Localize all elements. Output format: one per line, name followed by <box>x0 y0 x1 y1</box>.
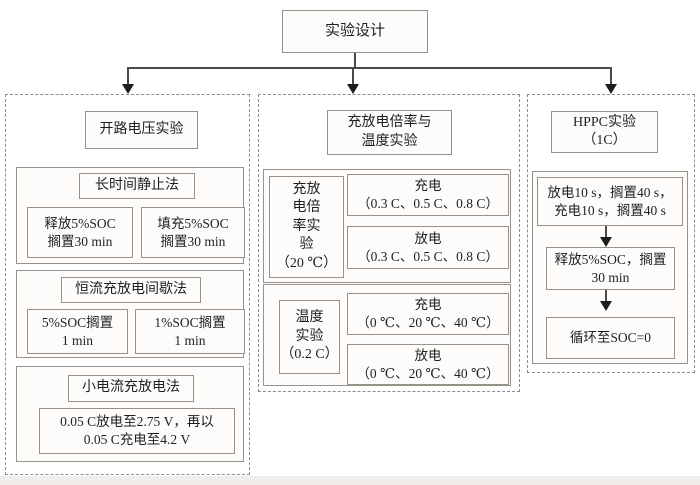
node-long-rest-title: 长时间静止法 <box>79 173 195 199</box>
node-rate-label: 充放 电倍 率实 验 （20 ℃） <box>269 176 344 278</box>
node-experiment-design: 实验设计 <box>282 10 428 53</box>
arrow-down-icon <box>605 84 617 94</box>
node-1soc-rest1min: 1%SOC搁置 1 min <box>135 309 245 354</box>
connector-horizontal <box>127 67 612 69</box>
node-temperature-charge: 充电 （0 ℃、20 ℃、40 ℃） <box>347 293 509 335</box>
arrow-down-icon <box>600 237 612 247</box>
panel-hppc: HPPC实验 （1C） 放电10 s，搁置40 s， 充电10 s，搁置40 s… <box>527 94 695 373</box>
node-hppc-release: 释放5%SOC，搁置 30 min <box>546 247 675 290</box>
node-fill-5soc-rest30: 填充5%SOC 搁置30 min <box>141 207 245 258</box>
connector-drop-left <box>127 67 129 85</box>
node-rate-temp-header: 充放电倍率与 温度实验 <box>327 110 452 155</box>
node-ocv-header: 开路电压实验 <box>85 111 198 149</box>
node-rate-charge: 充电 （0.3 C、0.5 C、0.8 C） <box>347 174 509 216</box>
connector-drop-right <box>610 67 612 85</box>
node-temperature-discharge: 放电 （0 ℃、20 ℃、40 ℃） <box>347 344 509 385</box>
node-release-5soc-rest30: 释放5%SOC 搁置30 min <box>27 207 133 258</box>
node-hppc-cycle: 循环至SOC=0 <box>546 317 675 359</box>
arrow-down-icon <box>122 84 134 94</box>
group-hppc-steps: 放电10 s，搁置40 s， 充电10 s，搁置40 s 释放5%SOC，搁置 … <box>532 171 688 364</box>
node-hppc-pulse: 放电10 s，搁置40 s， 充电10 s，搁置40 s <box>537 177 683 226</box>
panel-rate-temperature: 充放电倍率与 温度实验 充放 电倍 率实 验 （20 ℃） 充电 （0.3 C、… <box>258 94 520 392</box>
node-temperature-label: 温度 实验 （0.2 C） <box>279 300 340 374</box>
scan-edge-strip <box>0 476 700 485</box>
node-5soc-rest1min: 5%SOC搁置 1 min <box>27 309 128 354</box>
group-long-rest-method: 长时间静止法 释放5%SOC 搁置30 min 填充5%SOC 搁置30 min <box>16 167 245 264</box>
arrow-down-icon <box>347 84 359 94</box>
panel-open-circuit-voltage: 开路电压实验 长时间静止法 释放5%SOC 搁置30 min 填充5%SOC 搁… <box>5 94 250 475</box>
node-small-current-title: 小电流充放电法 <box>68 375 194 402</box>
group-rate-experiment: 充放 电倍 率实 验 （20 ℃） 充电 （0.3 C、0.5 C、0.8 C）… <box>263 169 511 283</box>
node-rate-discharge: 放电 （0.3 C、0.5 C、0.8 C） <box>347 226 509 269</box>
connector-hppc-1 <box>605 226 607 240</box>
node-hppc-header: HPPC实验 （1C） <box>551 111 658 153</box>
group-temperature-experiment: 温度 实验 （0.2 C） 充电 （0 ℃、20 ℃、40 ℃） 放电 （0 ℃… <box>263 284 511 386</box>
node-cc-intermittent-title: 恒流充放电间歇法 <box>61 277 201 303</box>
connector-hppc-2 <box>605 290 607 304</box>
group-cc-intermittent-method: 恒流充放电间歇法 5%SOC搁置 1 min 1%SOC搁置 1 min <box>16 270 245 358</box>
arrow-down-icon <box>600 301 612 311</box>
connector-stem <box>354 53 356 68</box>
connector-drop-middle <box>352 67 354 85</box>
group-small-current-method: 小电流充放电法 0.05 C放电至2.75 V，再以 0.05 C充电至4.2 … <box>16 366 244 462</box>
node-small-current-detail: 0.05 C放电至2.75 V，再以 0.05 C充电至4.2 V <box>39 408 235 454</box>
